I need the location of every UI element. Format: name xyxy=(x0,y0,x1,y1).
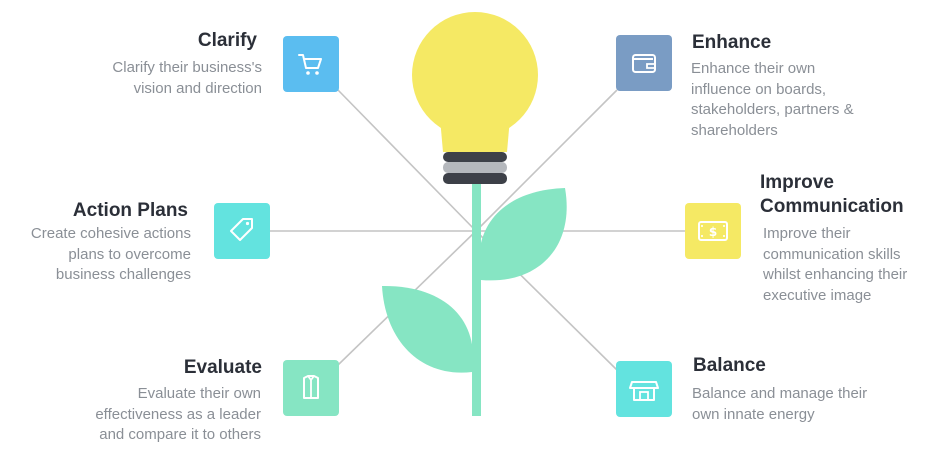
plant-leaf-left xyxy=(382,285,474,373)
item-desc-enhance: Enhance their own influence on boards, s… xyxy=(691,60,854,139)
item-title-balance: Balance xyxy=(693,355,766,376)
bulb-base-ring-1 xyxy=(443,152,507,162)
plant xyxy=(382,184,567,416)
icon-box-action-plans xyxy=(214,203,270,259)
item-desc-evaluate: Evaluate their own effectiveness as a le… xyxy=(95,385,261,443)
item-title-clarify: Clarify xyxy=(197,30,257,51)
store-icon xyxy=(629,381,659,401)
item-desc-action-plans: Create cohesive actions plans to overcom… xyxy=(30,225,191,283)
bulb xyxy=(412,12,538,184)
icon-box-balance xyxy=(616,361,672,417)
item-title-evaluate: Evaluate xyxy=(183,357,262,378)
item-title-enhance: Enhance xyxy=(692,32,772,53)
item-title-communication: Improve Communication xyxy=(760,172,904,217)
item-desc-clarify: Clarify their business's vision and dire… xyxy=(112,59,262,97)
icon-box-communication: $ xyxy=(685,203,741,259)
icon-box-enhance xyxy=(616,35,672,91)
svg-text:$: $ xyxy=(709,225,717,239)
item-desc-communication: Improve their communication skills whils… xyxy=(763,225,908,304)
plant-stem xyxy=(472,184,481,416)
plant-leaf-right xyxy=(478,188,567,281)
icon-box-clarify xyxy=(283,36,339,92)
icon-box-evaluate xyxy=(283,360,339,416)
cart-icon xyxy=(298,54,322,75)
bulb-base-ring-2 xyxy=(443,162,507,173)
item-title-action-plans: Action Plans xyxy=(72,200,188,221)
dollar-bill-icon: $ xyxy=(698,221,728,241)
connector-clarify xyxy=(337,89,477,232)
bulb-base-ring-3 xyxy=(443,173,507,184)
wallet-icon xyxy=(632,54,656,73)
shirt-icon xyxy=(303,375,319,399)
connector-enhance xyxy=(475,89,618,232)
tag-icon xyxy=(230,218,253,241)
bulb-neck xyxy=(440,118,510,152)
bulb-glass xyxy=(412,12,538,138)
item-desc-balance: Balance and manage their own innate ener… xyxy=(692,385,868,423)
